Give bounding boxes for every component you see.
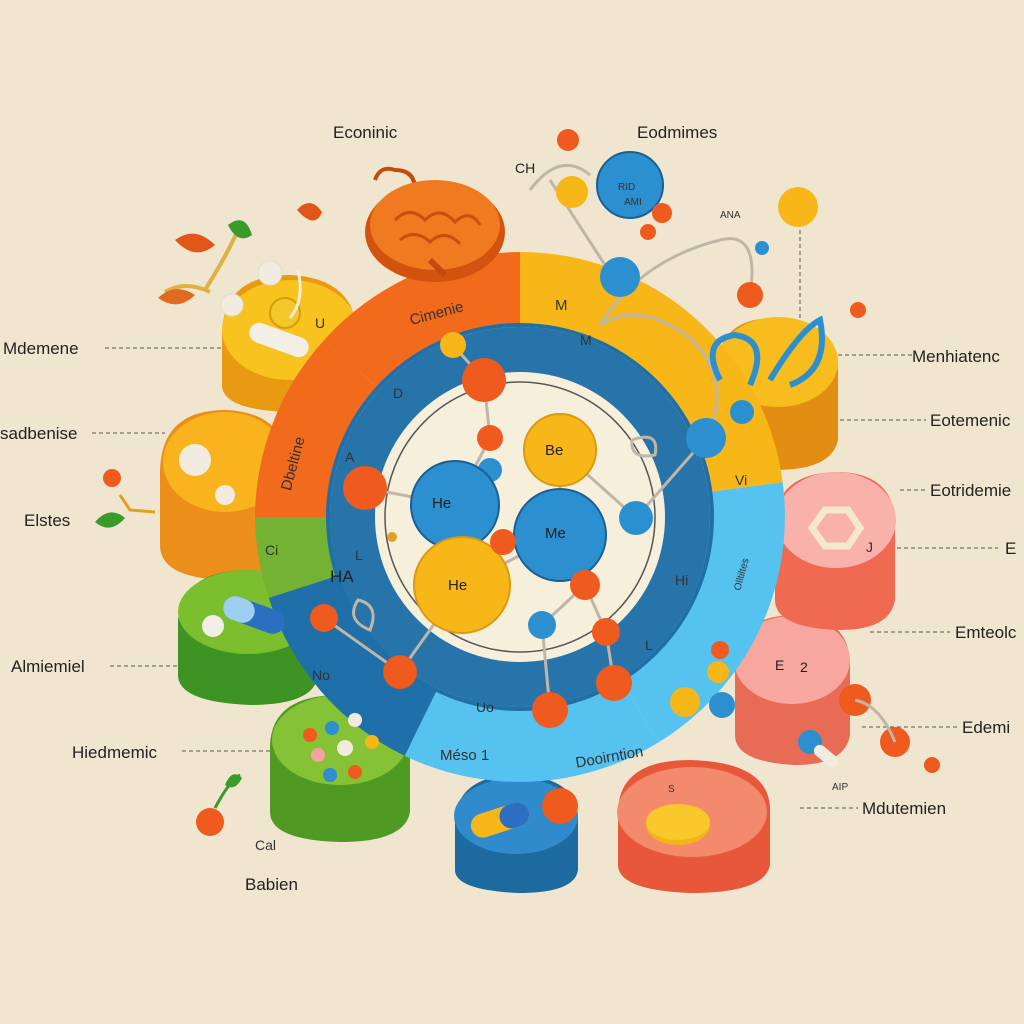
atom-orange [652, 203, 672, 223]
right-label: E [1005, 539, 1016, 558]
decorations-right [557, 129, 940, 773]
small-label: J [866, 539, 873, 555]
left-label: sadbenise [0, 424, 78, 443]
atom-he-yellow [413, 536, 511, 634]
pill-icon [249, 322, 309, 358]
leaf-icon [158, 289, 195, 305]
inner-letter: M [580, 332, 592, 348]
left-label: Mdemene [3, 339, 79, 358]
outer-labels: Econinic Eodmimes Mdemene sadbenise Elst… [0, 123, 1017, 894]
left-label: Almiemiel [11, 657, 85, 676]
inner-letter: HA [330, 567, 354, 586]
small-label: AMI [624, 197, 642, 208]
ring-segment-light-blue-bottom [404, 678, 659, 782]
inner-letter: L [355, 547, 363, 563]
pod-right-pink-lower [734, 615, 850, 765]
atom-me [513, 488, 607, 582]
brain-icon [365, 166, 505, 282]
inner-letter: U [315, 315, 325, 331]
pills-group [303, 713, 379, 782]
ring-label-top-yellow: M [555, 297, 568, 314]
inner-letter: A [345, 449, 355, 465]
right-label: Eotridemie [930, 481, 1011, 500]
small-label: E [775, 657, 784, 673]
inner-letters: D A L HA No Uo L Hi Vi Ci M U [265, 315, 747, 715]
left-label: Babien [245, 875, 298, 894]
atom-label: He [448, 577, 467, 594]
small-label: ANA [720, 210, 741, 221]
inner-letter: Uo [476, 699, 494, 715]
small-label: AIP [832, 782, 848, 793]
atom-labels: He Me Be He [432, 442, 566, 594]
ring-label-bottom-blue: Méso 1 [440, 747, 489, 764]
inner-letter: D [393, 385, 403, 401]
inner-letter: Ci [265, 542, 278, 558]
right-label: Eotemenic [930, 411, 1011, 430]
leaf-icon [228, 220, 252, 239]
molecule-atoms [310, 151, 735, 728]
ring-segment-left-green [255, 517, 341, 598]
atom-label: Me [545, 525, 566, 542]
leaf-icon [175, 233, 215, 253]
atom-he-blue [410, 460, 500, 550]
inner-letter: Vi [735, 472, 747, 488]
inner-letter: No [312, 667, 330, 683]
ring-segment-top-orange [323, 252, 520, 389]
drop-icon [297, 202, 322, 221]
left-label: Elstes [24, 511, 70, 530]
atom-blue [596, 151, 664, 219]
ring-segment-left-orange [255, 340, 380, 517]
small-label: RID [618, 182, 635, 193]
right-label: Mdutemien [862, 799, 946, 818]
atom-be [523, 413, 597, 487]
right-label: Edemi [962, 718, 1010, 737]
top-label-left: Econinic [333, 123, 398, 142]
small-label: CH [515, 160, 535, 176]
small-labels: CH RID AMI ANA E 2 S AIP J [515, 160, 873, 795]
decorations-left [95, 202, 578, 838]
right-label: Emteolc [955, 623, 1017, 642]
atom-yellow [556, 176, 588, 208]
atom-blue [600, 257, 640, 297]
pod-right-pink [775, 472, 896, 630]
leader-lines [92, 230, 998, 809]
inner-letter: Hi [675, 572, 688, 588]
small-label: 2 [800, 659, 808, 675]
leaf-icon [95, 512, 125, 528]
inner-letter: L [645, 637, 653, 653]
atom-label: He [432, 495, 451, 512]
hexagon-ring-icon [807, 506, 865, 550]
left-label: Cal [255, 837, 276, 853]
ring-segment-light-blue [619, 482, 785, 743]
top-label-right: Eodmimes [637, 123, 717, 142]
atom-label: Be [545, 442, 563, 459]
left-label: Hiedmemic [72, 743, 158, 762]
small-label: S [668, 784, 675, 795]
right-label: Menhiatenc [912, 347, 1000, 366]
pod-bottom-right-orange [617, 760, 770, 893]
